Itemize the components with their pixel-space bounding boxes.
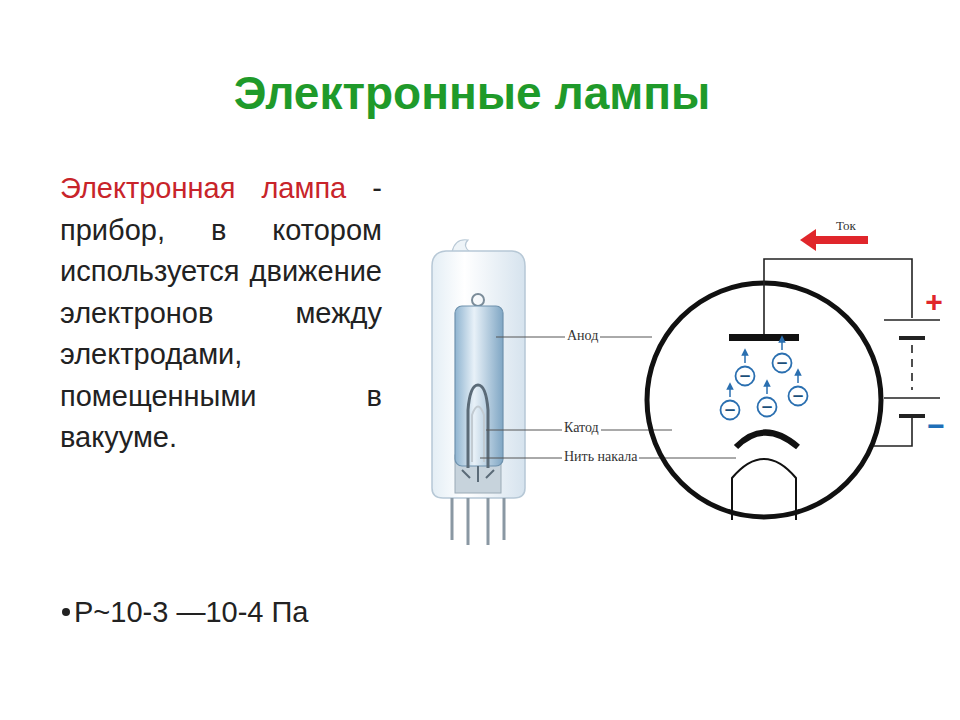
- current-label: Ток: [834, 218, 858, 234]
- electron-circle: −: [771, 352, 793, 374]
- page-title: Электронные лампы: [234, 66, 711, 120]
- electron-circle: −: [734, 365, 756, 387]
- electron-sign: −: [724, 401, 737, 419]
- definition-text: - прибор, в котором используется движени…: [60, 172, 382, 453]
- plus-sign: +: [925, 285, 943, 319]
- electron-sign: −: [761, 398, 774, 416]
- minus-sign: −: [927, 409, 945, 443]
- definition-text: Электронная лампа - прибор, в котором ис…: [60, 168, 382, 459]
- tube-picture: [432, 240, 525, 545]
- pressure-text: P~10-3 —10-4 Па: [74, 596, 308, 629]
- electron-sign: −: [792, 387, 805, 405]
- bullet-dot: [62, 608, 70, 616]
- electron-sign: −: [739, 367, 752, 385]
- anode-label: Анод: [565, 328, 600, 344]
- filament-label: Нить накала: [562, 449, 639, 465]
- term-text: Электронная лампа: [60, 172, 346, 204]
- electron-circle: −: [787, 385, 809, 407]
- cathode-label: Катод: [562, 420, 601, 436]
- electron-arrows: [730, 339, 798, 397]
- electron-circle: −: [756, 396, 778, 418]
- electron-circle: −: [719, 399, 741, 421]
- electron-sign: −: [776, 354, 789, 372]
- leader-lines: [480, 337, 736, 458]
- tube-symbol: [647, 259, 912, 520]
